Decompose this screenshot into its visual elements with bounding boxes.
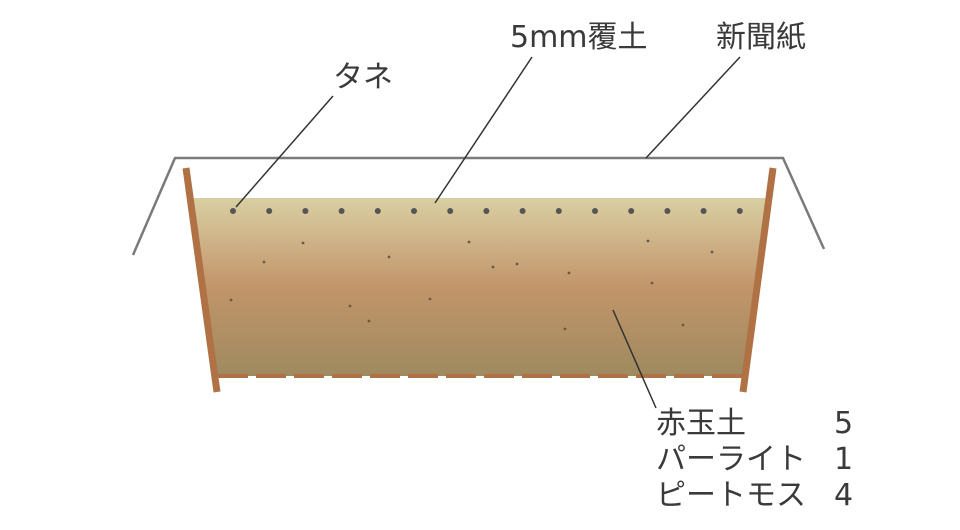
seed	[374, 208, 381, 214]
soil-particle	[428, 297, 432, 301]
seed	[736, 208, 743, 214]
bottom-slat	[560, 374, 590, 378]
soil-particle	[229, 298, 233, 302]
soil-particle	[348, 304, 352, 308]
soil-mix-name: 赤玉土	[656, 406, 746, 441]
newspaper-sheet	[131, 156, 826, 256]
soil-particle	[646, 239, 650, 243]
seed	[592, 208, 598, 214]
cover-soil-leader-line	[434, 56, 533, 204]
newspaper-label: 新聞紙	[716, 20, 806, 55]
bottom-slat	[370, 374, 400, 378]
bottom-slat	[484, 374, 514, 378]
newspaper-leader-line	[645, 56, 741, 159]
bottom-slat	[218, 374, 248, 378]
seed	[700, 208, 707, 214]
bottom-slat	[332, 374, 362, 378]
seed	[230, 208, 236, 214]
bottom-slat	[408, 374, 438, 378]
soil-mix-ratio: 5	[834, 406, 854, 441]
bottom-slat	[256, 374, 286, 378]
soil-particle	[563, 327, 567, 331]
soil-mix-name: パーライト	[656, 442, 806, 477]
soil-particle	[567, 271, 571, 275]
soil-body	[193, 198, 768, 376]
soil-particle	[650, 281, 654, 285]
tray-bottom	[218, 374, 742, 378]
seed	[519, 208, 526, 214]
bottom-slat	[446, 374, 476, 378]
soil-particle	[301, 241, 305, 245]
soil-mix-ratio: 4	[834, 478, 854, 513]
soil-particle	[387, 255, 391, 259]
seed	[302, 208, 309, 214]
tray-right-wall	[739, 167, 777, 393]
seed-label: タネ	[333, 60, 393, 95]
bottom-slat	[712, 374, 742, 378]
seed-row	[230, 208, 743, 214]
seed	[338, 208, 345, 214]
soil-particle	[367, 319, 371, 323]
soil-mix-leader-line	[612, 309, 657, 409]
soil-particle	[515, 262, 519, 266]
soil-particle	[262, 260, 266, 264]
soil-mix-ratio: 1	[834, 442, 854, 477]
seed	[555, 208, 562, 214]
soil-particle	[491, 265, 495, 269]
seed	[411, 208, 417, 214]
bottom-slat	[636, 374, 666, 378]
bottom-slat	[598, 374, 628, 378]
soil-particles	[229, 239, 714, 331]
bottom-slat	[522, 374, 552, 378]
seed	[664, 208, 671, 214]
soil-particle	[681, 323, 685, 327]
cover-soil-label: 5mm覆土	[510, 20, 648, 55]
bottom-slat	[674, 374, 704, 378]
bottom-slat	[294, 374, 324, 378]
soil-mix-name: ピートモス	[656, 478, 806, 513]
tray-left-wall	[182, 167, 221, 393]
seed-leader-line	[235, 95, 334, 208]
seed	[628, 208, 635, 214]
soil-particle	[710, 250, 714, 254]
seed	[447, 208, 454, 214]
seed	[483, 208, 490, 214]
soil-particle	[467, 240, 471, 244]
seed	[266, 208, 273, 214]
